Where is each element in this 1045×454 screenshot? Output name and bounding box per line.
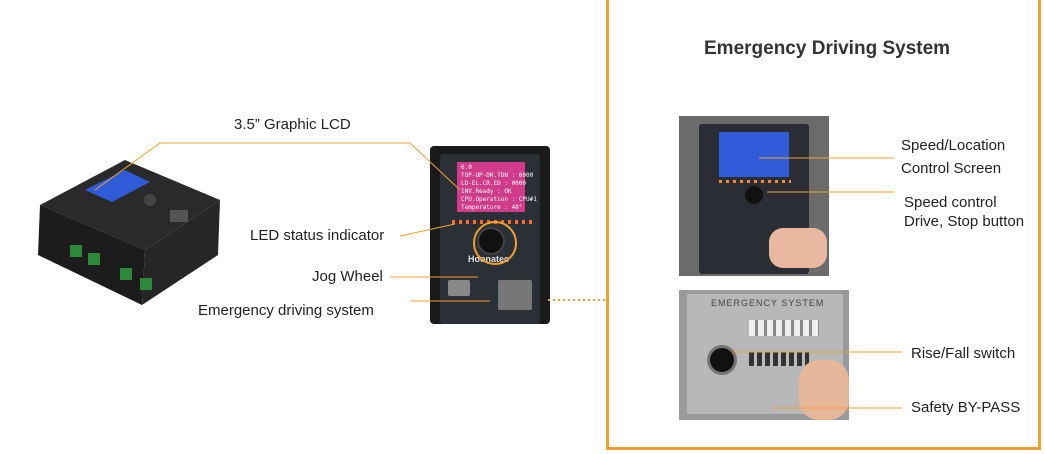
controller-angled-photo [38,160,220,305]
panel-leader-lines [734,157,902,409]
speed-control-label-1: Speed control [904,194,997,211]
speed-location-label-2: Control Screen [901,160,1002,177]
emergency-plate-text: EMERGENCY SYSTEM [711,298,825,308]
emergency-driving-label: Emergency driving system [198,302,374,319]
panel-title: Emergency Driving System [704,38,951,59]
emergency-module [498,280,532,310]
jog-wheel-highlight [473,221,517,265]
speed-control-label-2: Drive, Stop button [904,213,1025,230]
speed-location-label-1: Speed/Location [901,137,1006,154]
graphic-lcd-label: 3.5” Graphic LCD [234,116,351,133]
controller-front-photo: 6.0 TOP-UP-DN.TDN : 0000 LD-EL.CR.ED : 0… [430,146,550,324]
rise-fall-knob [707,345,737,375]
device-hand-photo [679,116,829,276]
rise-fall-label: Rise/Fall switch [911,345,1016,362]
emergency-plate-photo: EMERGENCY SYSTEM [679,290,849,420]
lcd-screen: 6.0 TOP-UP-DN.TDN : 0000 LD-EL.CR.ED : 0… [457,162,537,212]
led-status-label: LED status indicator [250,227,385,244]
bypass-switches [749,320,819,336]
emergency-driving-panel: Emergency Driving System EMERGENCY SYSTE… [606,0,1041,450]
safety-bypass-label: Safety BY-PASS [911,399,1021,416]
jog-wheel-label: Jog Wheel [312,268,383,285]
